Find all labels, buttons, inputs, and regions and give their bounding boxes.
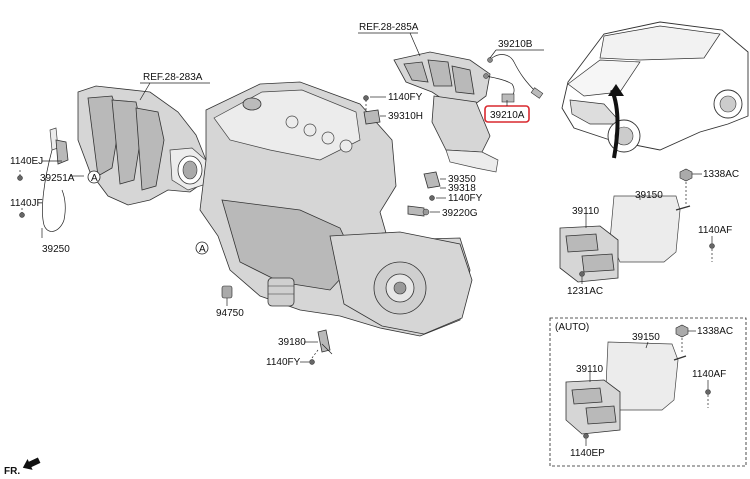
auto-title: (AUTO)	[555, 322, 589, 333]
sensor-39210B	[487, 54, 544, 99]
label-39210A: 39210A	[490, 110, 525, 121]
bolt-1338AC	[679, 168, 693, 182]
bolt-1140FY-mid	[429, 195, 435, 201]
label-39350: 39350	[448, 174, 476, 185]
sensor-39210A	[483, 73, 515, 103]
ecu-module-39110	[559, 225, 619, 283]
label-39150-auto: 39150	[632, 332, 660, 343]
label-1140FY-bottom: 1140FY	[266, 357, 301, 368]
sensor-39350	[423, 171, 441, 189]
sensor-39180	[317, 329, 333, 355]
ecu-bracket-39150-auto	[605, 341, 687, 411]
circle-marker-a-bottom	[195, 241, 209, 255]
label-1140FY-mid: 1140FY	[448, 193, 483, 204]
bolt-1140AF	[709, 243, 715, 249]
label-94750: 94750	[216, 308, 244, 319]
sensor-39220G	[407, 205, 430, 217]
vehicle-illustration	[561, 21, 749, 159]
label-39250: 39250	[42, 244, 70, 255]
label-39110-auto: 39110	[576, 364, 604, 375]
fr-label: FR.	[4, 466, 20, 477]
label-39210B: 39210B	[498, 39, 533, 50]
label-1140EP: 1140EP	[570, 448, 605, 459]
label-39310H: 39310H	[388, 111, 423, 122]
label-39220G: 39220G	[442, 208, 478, 219]
label-1140JF: 1140JF	[10, 198, 43, 209]
bolt-1231AC	[579, 271, 585, 277]
label-39150: 39150	[635, 190, 663, 201]
label-39110: 39110	[572, 206, 600, 217]
ecu-module-39110-auto	[565, 379, 621, 435]
label-1231AC: 1231AC	[567, 286, 603, 297]
front-direction-indicator: FR.	[4, 457, 41, 477]
sensor-39250	[17, 127, 69, 232]
ref-exhaust-manifold: REF.28-285A	[359, 22, 419, 33]
bolt-1140EP	[583, 433, 589, 439]
sensor-94750	[221, 285, 233, 299]
front-arrow-icon	[22, 457, 41, 470]
label-1140FY-top: 1140FY	[388, 92, 423, 103]
ref-intake-manifold: REF.28-283A	[143, 72, 203, 83]
label-1140AF-auto: 1140AF	[692, 369, 726, 380]
exhaust-manifold	[393, 51, 499, 173]
bolt-1140FY-top	[363, 95, 369, 101]
circle-a-bottom-text: A	[199, 244, 206, 255]
label-1140AF: 1140AF	[698, 225, 732, 236]
label-1338AC: 1338AC	[703, 169, 739, 180]
bolt-1140AF-auto	[705, 389, 711, 395]
label-39180: 39180	[278, 337, 306, 348]
circle-a-left-text: A	[91, 173, 98, 184]
ecu-bracket-39150	[609, 195, 691, 263]
circle-marker-a-left	[87, 170, 101, 184]
label-39251A: 39251A	[40, 173, 75, 184]
sensor-39310H	[363, 109, 381, 125]
auto-variant-box	[549, 317, 747, 467]
intake-manifold	[77, 85, 209, 206]
label-39318: 39318	[448, 183, 476, 194]
engine-block	[199, 81, 473, 337]
label-1338AC-auto: 1338AC	[697, 326, 733, 337]
label-1140EJ: 1140EJ	[10, 156, 43, 167]
bolt-1338AC-auto	[675, 324, 689, 338]
bolt-1140FY-bottom	[309, 359, 315, 365]
